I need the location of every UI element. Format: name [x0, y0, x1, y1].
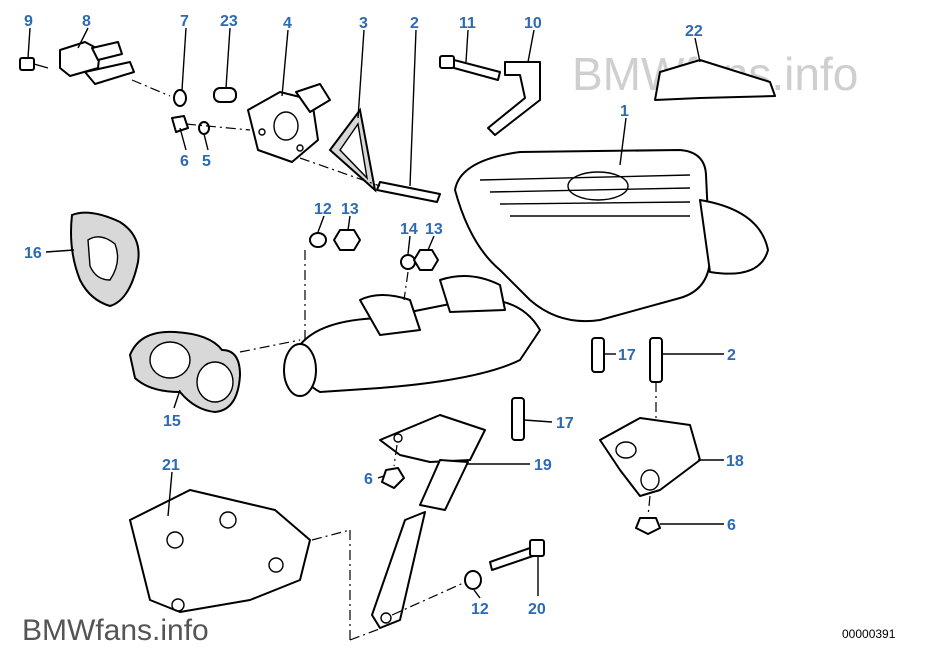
callout-7: 7 — [180, 13, 189, 30]
callout-20: 20 — [528, 601, 546, 618]
callout-13-upper: 13 — [341, 201, 359, 218]
washer-5-drawing — [198, 121, 210, 135]
callout-21: 21 — [162, 457, 180, 474]
callout-8: 8 — [82, 13, 91, 30]
bracket-19-drawing — [379, 414, 486, 511]
stud-2-lower-drawing — [649, 337, 663, 383]
stud-2-upper-drawing — [376, 181, 441, 203]
nut-6-middle-drawing — [381, 467, 405, 489]
nut-6-left-drawing — [171, 115, 189, 133]
callout-6-upper: 6 — [180, 153, 189, 170]
sensor-8-drawing — [59, 41, 171, 97]
nut-6-right-drawing — [635, 517, 661, 535]
screw-9-drawing — [19, 57, 49, 71]
callout-10: 10 — [524, 15, 542, 32]
nut-13-lower-drawing — [413, 249, 439, 271]
callout-17-lower: 17 — [556, 415, 574, 432]
callout-22: 22 — [685, 23, 703, 40]
bracket-18-drawing — [599, 417, 701, 497]
callout-18: 18 — [726, 453, 744, 470]
pin-23-drawing — [213, 87, 237, 103]
stud-17-right-drawing — [591, 337, 605, 373]
callout-1: 1 — [620, 103, 629, 120]
callout-12-lower: 12 — [471, 601, 489, 618]
nut-13-upper-drawing — [333, 229, 361, 251]
callout-23: 23 — [220, 13, 238, 30]
callout-15: 15 — [163, 413, 181, 430]
callout-4: 4 — [283, 15, 292, 32]
bracket-10-drawing — [487, 61, 541, 136]
stud-17-lower-drawing — [511, 397, 525, 441]
callout-2-upper: 2 — [410, 15, 419, 32]
callout-19: 19 — [534, 457, 552, 474]
callout-14: 14 — [400, 221, 418, 238]
washer-12-lower-drawing — [464, 570, 482, 590]
callout-17-right: 17 — [618, 347, 636, 364]
strut-lower-drawing — [371, 511, 426, 629]
callout-16: 16 — [24, 245, 42, 262]
bolt-11-drawing — [439, 55, 501, 81]
watermark-bottom: BMWfans.info — [22, 614, 209, 647]
bolt-20-drawing — [489, 539, 545, 571]
mount-21-drawing — [129, 489, 311, 613]
callout-13-lower: 13 — [425, 221, 443, 238]
callout-3: 3 — [359, 15, 368, 32]
callout-2-lower: 2 — [727, 347, 736, 364]
diagram-reference-number: 00000391 — [842, 627, 896, 641]
callout-12-upper: 12 — [314, 201, 332, 218]
washer-14-drawing — [400, 254, 416, 270]
callout-6-right: 6 — [727, 517, 736, 534]
callout-5: 5 — [202, 153, 211, 170]
washer-12-upper-drawing — [309, 232, 327, 248]
gasket-16-drawing — [70, 211, 140, 308]
callout-6-middle: 6 — [364, 471, 373, 488]
thermostat-housing-4-drawing — [247, 83, 331, 163]
exhaust-manifold-1-drawing — [283, 149, 769, 397]
callout-11: 11 — [459, 15, 476, 32]
gasket-15-drawing — [128, 330, 242, 414]
callout-9: 9 — [24, 13, 33, 30]
washer-7-drawing — [173, 89, 187, 107]
